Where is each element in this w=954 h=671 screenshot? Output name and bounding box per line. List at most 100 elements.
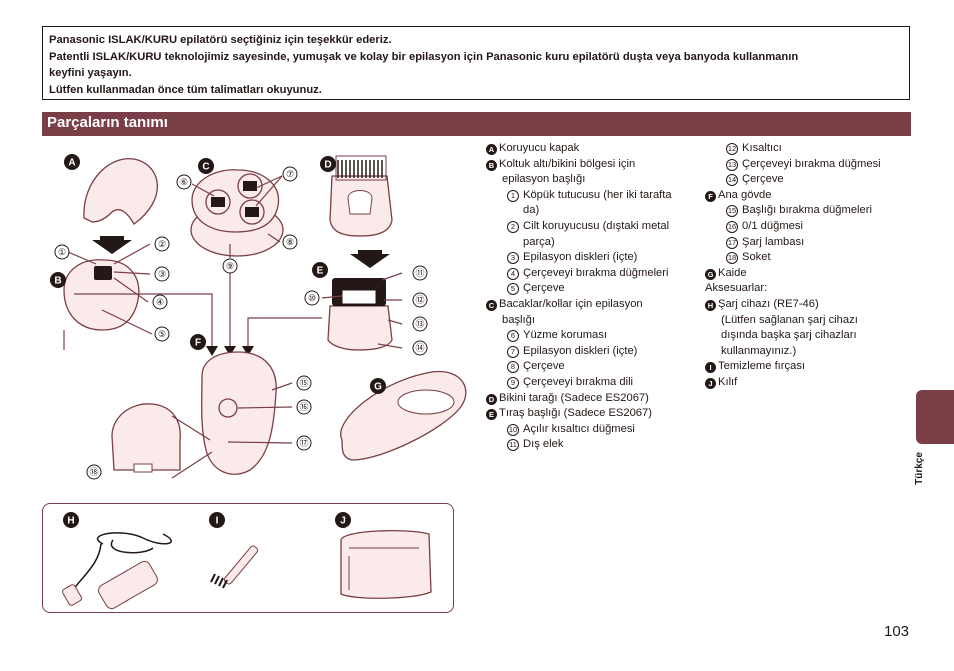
- intro-line: Lütfen kullanmadan önce tüm talimatları …: [49, 84, 322, 97]
- svg-text:⑪: ⑪: [415, 268, 424, 278]
- part-text: Çerçeve: [742, 173, 784, 186]
- parts-list-item: (Lütfen sağlanan şarj cihazı: [705, 313, 881, 329]
- part-text: Ana gövde: [718, 188, 772, 201]
- svg-text:④: ④: [156, 297, 164, 307]
- part-text: başlığı: [502, 313, 535, 326]
- parts-list-item: da): [486, 203, 672, 219]
- part-text: (Lütfen sağlanan şarj cihazı: [721, 313, 858, 326]
- part-text: Çerçeve: [523, 282, 565, 295]
- part-text: Şarj cihazı (RE7-46): [718, 297, 819, 310]
- parts-list-item: 1 Köpük tutucusu (her iki tarafta: [486, 188, 672, 204]
- svg-text:②: ②: [158, 239, 166, 249]
- figure-numbers: ① ② ③ ④ ⑤ ⑥ ⑦ ⑧ ⑨ ⑩ ⑪ ⑫ ⑬ ⑭ ⑮ ⑯ ⑰ ⑱: [54, 166, 428, 480]
- part-text: Köpük tutucusu (her iki tarafta: [523, 188, 672, 201]
- part-letter-badge: D: [486, 393, 497, 405]
- part-text: Koruyucu kapak: [499, 142, 580, 154]
- svg-text:⑩: ⑩: [308, 293, 316, 303]
- language-tab: [916, 390, 954, 444]
- svg-text:⑥: ⑥: [180, 177, 188, 187]
- protective-cap-image: [83, 158, 159, 225]
- part-text: 0/1 düğmesi: [742, 219, 803, 232]
- fig-badge-h: H: [67, 516, 74, 527]
- fig-badge-g: G: [374, 382, 382, 393]
- part-text: Çerçeve: [523, 360, 565, 373]
- part-text: Kısaltıcı: [742, 142, 782, 154]
- intro-line: Panasonic ISLAK/KURU epilatörü seçtiğini…: [49, 34, 392, 46]
- part-letter-badge: G: [705, 268, 716, 280]
- part-letter-badge: F: [705, 190, 716, 202]
- part-text: Temizleme fırçası: [718, 360, 806, 373]
- parts-list-item: Aksesuarlar:: [705, 281, 881, 297]
- parts-illustration: .dev { fill:#fbeaea; stroke:#7a3e47; str…: [50, 154, 467, 480]
- svg-text:⑱: ⑱: [89, 467, 98, 477]
- part-number-circle: 15: [726, 205, 738, 218]
- parts-list-item: 14 Çerçeve: [705, 172, 881, 188]
- intro-line: keyfini yaşayın.: [49, 67, 132, 80]
- parts-list-item: 12 Kısaltıcı: [705, 141, 881, 157]
- parts-list-item: kullanmayınız.): [705, 344, 881, 360]
- part-text: Çerçeveyi bırakma düğmesi: [742, 157, 881, 170]
- part-letter-badge: A: [486, 144, 497, 155]
- charger-image: [98, 560, 158, 610]
- part-number-circle: 12: [726, 143, 738, 155]
- part-letter-badge: E: [486, 409, 497, 421]
- part-text: Koltuk altı/bikini bölgesi için: [499, 157, 636, 170]
- arrow-down-icon: [350, 250, 390, 268]
- svg-text:⑫: ⑫: [415, 295, 424, 305]
- part-number-circle: 4: [507, 267, 519, 280]
- svg-text:⑯: ⑯: [299, 402, 308, 412]
- language-label-wrap: Türkçe: [913, 445, 935, 495]
- part-text: Açılır kısaltıcı düğmesi: [523, 422, 635, 435]
- language-label: Türkçe: [913, 452, 925, 485]
- fig-badge-b: B: [54, 276, 61, 287]
- part-number-circle: 17: [726, 236, 738, 249]
- part-text: Tıraş başlığı (Sadece ES2067): [499, 407, 652, 420]
- part-number-circle: 18: [726, 252, 738, 265]
- parts-list-item: 2 Cilt koruyucusu (dıştaki metal: [486, 219, 672, 235]
- part-text: kullanmayınız.): [721, 344, 797, 357]
- part-number-circle: 1: [507, 189, 519, 202]
- section-header: Parçaların tanımı: [42, 112, 911, 136]
- part-text: Kılıf: [718, 375, 738, 388]
- part-number-circle: 11: [507, 439, 519, 452]
- part-text: dışında başka şarj cihazları: [721, 329, 857, 342]
- fig-badge-d: D: [324, 160, 331, 171]
- part-text: Bacaklar/kollar için epilasyon: [499, 297, 643, 310]
- figure-badges: A B C D E F G: [50, 154, 386, 394]
- part-text: Bikini tarağı (Sadece ES2067): [499, 391, 649, 404]
- parts-list-item: parça): [486, 235, 672, 251]
- section-title: Parçaların tanımı: [47, 114, 168, 131]
- fig-badge-e: E: [317, 266, 324, 277]
- part-text: da): [523, 204, 540, 217]
- svg-text:⑦: ⑦: [286, 169, 294, 179]
- part-number-circle: 6: [507, 330, 519, 343]
- part-number-circle: 10: [507, 423, 519, 436]
- part-number-circle: 2: [507, 220, 519, 233]
- part-text: parça): [523, 235, 555, 248]
- svg-text:①: ①: [58, 247, 66, 257]
- part-text: Yüzme koruması: [523, 329, 607, 342]
- part-number-circle: 14: [726, 174, 738, 187]
- part-letter-badge: J: [705, 377, 716, 389]
- part-text: Cilt koruyucusu (dıştaki metal: [523, 219, 670, 232]
- part-number-circle: 9: [507, 376, 519, 389]
- cleaning-brush-image: [223, 545, 259, 585]
